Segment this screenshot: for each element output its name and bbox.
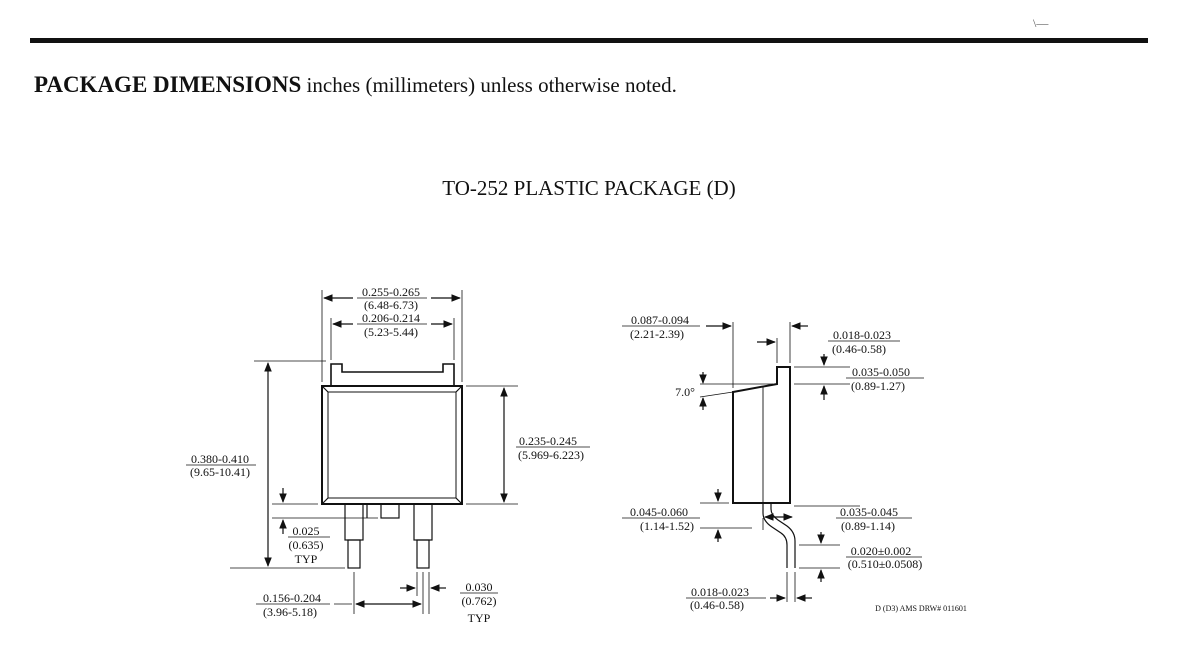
lead-offset-in: 0.035-0.045 — [840, 505, 898, 519]
section-heading-text: inches (millimeters) unless otherwise no… — [301, 73, 677, 97]
lead-pitch-in: 0.156-0.204 — [263, 591, 321, 605]
tab-thickness-mm: (0.46-0.58) — [832, 342, 886, 356]
standoff-in: 0.025 — [293, 524, 320, 538]
lead-thickness-mm: (0.510±0.0508) — [848, 557, 923, 571]
lead-width-mm: (0.762) — [462, 594, 497, 608]
width-overall-mm: (6.48-6.73) — [364, 298, 418, 312]
tab-height-mm: (0.89-1.27) — [851, 379, 905, 393]
side-view — [622, 322, 924, 602]
thickness-in: 0.087-0.094 — [631, 313, 689, 327]
width-overall-in: 0.255-0.265 — [362, 285, 420, 299]
lead-drop-mm: (1.14-1.52) — [640, 519, 694, 533]
section-heading-bold: PACKAGE DIMENSIONS — [34, 72, 302, 97]
thickness-mm: (2.21-2.39) — [630, 327, 684, 341]
front-view — [186, 290, 590, 614]
tab-thickness-in: 0.018-0.023 — [833, 328, 891, 342]
top-rule — [30, 38, 1148, 43]
section-heading: PACKAGE DIMENSIONS inches (millimeters) … — [34, 72, 677, 98]
tab-width-mm: (5.23-5.44) — [364, 325, 418, 339]
lead-thickness-in: 0.020±0.002 — [851, 544, 912, 558]
body-height-mm: (5.969-6.223) — [518, 448, 584, 462]
standoff-note: TYP — [295, 552, 318, 566]
side-view-labels: 0.087-0.094 (2.21-2.39) 0.018-0.023 (0.4… — [630, 313, 922, 612]
lead-width-note: TYP — [468, 611, 491, 625]
height-overall-in: 0.380-0.410 — [191, 452, 249, 466]
body-height-in: 0.235-0.245 — [519, 434, 577, 448]
lead-width-in: 0.030 — [466, 580, 493, 594]
lead-offset-mm: (0.89-1.14) — [841, 519, 895, 533]
draft-angle: 7.0° — [675, 385, 695, 399]
package-title: TO-252 PLASTIC PACKAGE (D) — [442, 176, 736, 200]
tab-width-in: 0.206-0.214 — [362, 311, 420, 325]
lead-bottom-in: 0.018-0.023 — [691, 585, 749, 599]
height-overall-mm: (9.65-10.41) — [190, 465, 250, 479]
tab-height-in: 0.035-0.050 — [852, 365, 910, 379]
lead-drop-in: 0.045-0.060 — [630, 505, 688, 519]
corner-mark: \— — [1033, 16, 1049, 30]
drawing-reference: D (D3) AMS DRW# 011601 — [875, 604, 967, 613]
front-view-labels: 0.255-0.265 (6.48-6.73) 0.206-0.214 (5.2… — [190, 285, 584, 625]
standoff-mm: (0.635) — [289, 538, 324, 552]
lead-bottom-mm: (0.46-0.58) — [690, 598, 744, 612]
lead-pitch-mm: (3.96-5.18) — [263, 605, 317, 619]
